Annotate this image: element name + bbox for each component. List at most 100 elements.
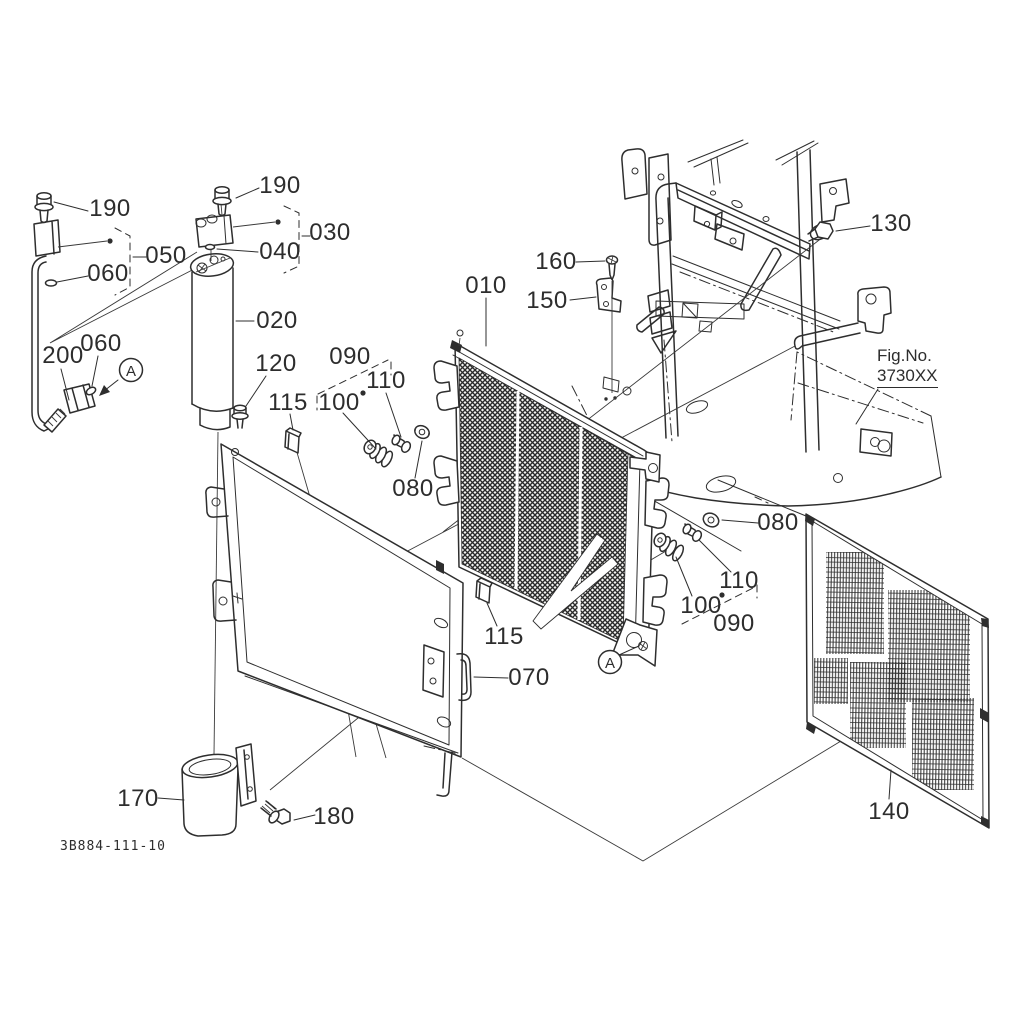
leader-view-a-right	[618, 645, 640, 656]
grommet-100-right	[653, 532, 685, 562]
drier-top-line	[195, 257, 231, 273]
bolt-190-left	[34, 192, 54, 224]
collar-110-left	[391, 434, 412, 453]
part-label-100-right: 100	[680, 592, 722, 619]
dot-030	[275, 219, 281, 225]
floor-hole-3	[622, 386, 632, 396]
receiver-drier	[189, 203, 235, 431]
shroud-bottom-rail	[244, 675, 459, 754]
leader-115-left	[289, 413, 294, 431]
part-label-130: 130	[870, 210, 912, 237]
shroud-pin-1	[433, 617, 449, 629]
crossmember-pads	[681, 302, 713, 333]
shroud-foot-centerline	[423, 745, 460, 755]
part-label-100-left: 100	[318, 389, 360, 416]
leader-070	[473, 676, 509, 679]
condenser-right-hook-1	[644, 477, 670, 529]
part-label-040: 040	[259, 238, 301, 265]
nut-080-left	[414, 424, 430, 440]
frame-pipe	[793, 322, 861, 350]
shroud-inner	[232, 456, 451, 746]
drier-bottom	[191, 403, 234, 431]
leader-040	[216, 248, 259, 253]
mount-dot-1	[604, 397, 608, 401]
bolt-120	[231, 404, 249, 429]
part-label-170: 170	[117, 785, 159, 812]
frame-post-flap	[651, 330, 677, 354]
leader-080-left	[414, 440, 423, 479]
view-marker-a-right-letter: A	[605, 655, 615, 672]
clamp-assembly	[181, 743, 291, 837]
floor-hole-2	[833, 473, 843, 483]
shroud-pin-2	[436, 716, 452, 728]
fitting-boss-2	[206, 214, 218, 224]
bottom-bracket-hole	[626, 632, 642, 648]
frame-crossmember	[655, 300, 745, 320]
rail-slot	[731, 199, 743, 209]
leader-200	[60, 368, 70, 401]
fitting-edge	[223, 215, 227, 245]
frame-pipe-bracket	[857, 286, 892, 334]
condenser-highlight-zigzag	[532, 533, 619, 630]
right-bracket-hole	[829, 187, 837, 195]
part-label-080-left: 080	[392, 475, 434, 502]
top-bracket-hole	[648, 463, 658, 473]
bolt-190-right	[212, 186, 232, 217]
condenser-left-hook-1	[433, 360, 460, 411]
fitting-block	[195, 214, 234, 248]
part-label-110-left: 110	[366, 367, 406, 394]
shroud-tab-screw	[232, 592, 243, 604]
frame-brace-tube	[740, 247, 782, 312]
part-label-200: 200	[42, 342, 84, 369]
group-bracket-030	[283, 205, 300, 274]
shroud-tab-hole-2	[218, 596, 228, 606]
part-label-030: 030	[309, 219, 351, 246]
flange-hole-2	[247, 786, 253, 792]
leader-110-left	[385, 392, 402, 438]
shroud-frame	[205, 443, 472, 797]
frame-right-top-bracket	[819, 178, 850, 223]
frame-brace-tube-2	[636, 306, 665, 333]
leader-180	[293, 814, 316, 821]
rail-bracket-2	[714, 223, 745, 251]
part-label-140: 140	[868, 798, 910, 825]
floor-back-edges	[796, 351, 932, 424]
shroud-tab-hole-1	[211, 497, 221, 507]
drawing-number: 3B884-111-10	[60, 839, 166, 854]
clamp-band	[181, 767, 239, 837]
pipe-200	[31, 255, 51, 432]
condenser-left-hook-2	[433, 455, 460, 506]
part-label-060-upper: 060	[87, 260, 129, 287]
mesh-patch-1	[826, 552, 884, 654]
frame-mid-rail-centerline	[679, 271, 837, 334]
condenser	[433, 329, 670, 667]
shroud-tab-1	[205, 486, 229, 518]
rail-bracket-hole	[703, 220, 711, 228]
rail-bracket-1	[693, 205, 723, 231]
condenser-bottom-bracket	[611, 618, 658, 667]
leader-115-bottom	[486, 602, 498, 627]
part-label-190-right: 190	[259, 172, 301, 199]
dot-090-right	[719, 592, 725, 598]
bolt-180	[260, 800, 291, 825]
view-arrow-head	[99, 385, 110, 396]
condenser-corner-cap	[450, 340, 462, 353]
o-ring-060-lower	[85, 386, 97, 396]
frame-right-post	[796, 149, 820, 453]
figno-target-block	[859, 428, 893, 457]
rail-hole-1	[709, 190, 717, 196]
fitting-boss-1	[195, 218, 207, 228]
leader-080-right	[721, 519, 759, 524]
rail-hole-2	[762, 216, 770, 222]
part-label-050: 050	[145, 242, 187, 269]
callout-leaders	[53, 187, 892, 821]
leader-110-right	[698, 539, 732, 573]
figure-number-value: 3730XX	[877, 366, 938, 388]
pipe-top-fitting	[33, 219, 61, 257]
floor-front-edge	[617, 476, 942, 507]
pipe-bracket-hole	[865, 293, 877, 305]
group-ticks-090-right	[754, 496, 769, 599]
shroud-latch-plate	[422, 644, 445, 698]
group-ticks-090-left	[316, 361, 392, 411]
condenser-right-hook-2	[642, 574, 668, 626]
